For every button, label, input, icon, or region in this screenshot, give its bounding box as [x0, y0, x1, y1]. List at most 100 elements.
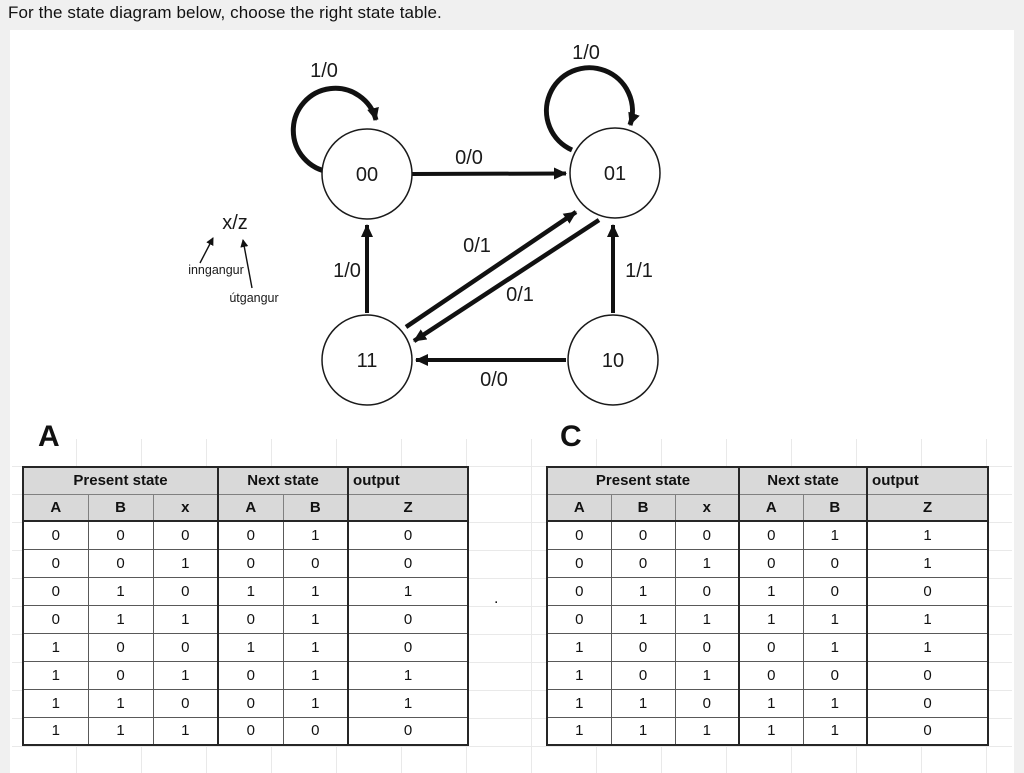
table-cell: 0	[22, 604, 89, 634]
option-label-c[interactable]: C	[560, 420, 582, 453]
table-cell: 1	[674, 660, 741, 690]
table-cell: 1	[738, 576, 804, 606]
col-header: B	[282, 493, 350, 522]
edge-label-10-11: 0/0	[480, 369, 508, 391]
table-cell: 1	[282, 688, 350, 718]
output-word-label: útgangur	[229, 291, 278, 305]
col-header: Z	[866, 493, 989, 522]
table-cell: 1	[546, 716, 612, 746]
table-cell: 1	[546, 660, 612, 690]
xz-legend: x/z inngangur útgangur	[188, 212, 278, 305]
table-cell: 1	[282, 604, 350, 634]
header-group-row: Present state Next state output	[22, 466, 469, 495]
state-node-00: 00	[321, 128, 413, 220]
table-cell: 0	[22, 576, 89, 606]
state-label-00: 00	[356, 164, 378, 186]
edge-01-to-11-diagonal	[412, 218, 601, 343]
table-cell: 0	[282, 548, 350, 578]
table-cell: 1	[22, 716, 89, 746]
table-cell: 0	[152, 688, 220, 718]
state-table-c[interactable]: Present state Next state output A B x A …	[546, 466, 990, 746]
table-cell: 1	[87, 688, 154, 718]
table-cell: 0	[738, 632, 804, 662]
table-cell: 0	[546, 604, 612, 634]
table-cell: 1	[802, 604, 869, 634]
table-cell: 1	[87, 604, 154, 634]
table-cell: 0	[546, 548, 612, 578]
table-cell: 1	[610, 604, 676, 634]
state-label-10: 10	[602, 350, 624, 372]
table-cell: 1	[546, 632, 612, 662]
table-cell: 1	[87, 576, 154, 606]
table-cell: 1	[152, 716, 220, 746]
present-state-header: Present state	[22, 466, 220, 495]
table-cell: 1	[217, 632, 284, 662]
table-cell: 0	[866, 688, 989, 718]
table-cell: 0	[87, 520, 154, 550]
table-cell: 0	[738, 520, 804, 550]
table-cell: 1	[802, 632, 869, 662]
column-header-row: A B x A B Z	[546, 493, 989, 522]
col-header: x	[152, 493, 220, 522]
table-cell: 0	[347, 716, 469, 746]
option-label-a[interactable]: A	[38, 420, 60, 453]
table-cell: 0	[802, 576, 869, 606]
col-header: A	[22, 493, 89, 522]
table-cell: 0	[217, 716, 284, 746]
edge-label-loop00: 1/0	[310, 60, 338, 82]
table-cell: 0	[22, 520, 89, 550]
table-cell: 1	[217, 576, 284, 606]
edge-label-10-01: 1/1	[625, 260, 653, 282]
table-cell: 1	[802, 688, 869, 718]
table-cell: 0	[674, 632, 741, 662]
table-cell: 1	[738, 688, 804, 718]
state-table-a[interactable]: Present state Next state output A B x A …	[22, 466, 470, 746]
edge-label-11-01-upper: 0/1	[463, 235, 491, 257]
table-cell: 1	[347, 688, 469, 718]
state-node-11: 11	[321, 314, 413, 406]
output-header: output	[347, 466, 469, 495]
table-cell: 0	[217, 660, 284, 690]
self-loop-00	[290, 85, 379, 175]
table-cell: 1	[610, 688, 676, 718]
edge-label-loop01: 1/0	[572, 42, 600, 64]
content-panel: 00 01 11 10 1/0 1/0 0/0 1/0 1/1 0/1 0/1 …	[10, 30, 1014, 773]
table-cell: 1	[802, 716, 869, 746]
table-cell: 0	[217, 688, 284, 718]
xz-label: x/z	[222, 212, 248, 234]
edge-label-11-00: 1/0	[333, 260, 361, 282]
table-cell: 0	[802, 660, 869, 690]
table-cell: 1	[674, 548, 741, 578]
table-cell: 0	[610, 632, 676, 662]
table-cell: 0	[152, 520, 220, 550]
table-cell: 0	[22, 548, 89, 578]
table-cell: 0	[87, 632, 154, 662]
table-cell: 0	[674, 576, 741, 606]
stray-dot: .	[494, 590, 499, 607]
table-cell: 0	[738, 548, 804, 578]
table-cell: 0	[866, 716, 989, 746]
table-cell: 0	[866, 660, 989, 690]
table-cell: 1	[22, 660, 89, 690]
input-pointer-arrow	[199, 237, 214, 264]
table-cell: 1	[674, 604, 741, 634]
table-cell: 0	[347, 548, 469, 578]
table-cell: 0	[674, 688, 741, 718]
state-label-01: 01	[604, 163, 626, 185]
col-header: A	[217, 493, 284, 522]
table-cell: 1	[347, 660, 469, 690]
state-diagram: 00 01 11 10 1/0 1/0 0/0 1/0 1/1 0/1 0/1 …	[188, 42, 661, 406]
table-cell: 0	[674, 520, 741, 550]
table-cell: 0	[217, 604, 284, 634]
state-node-01: 01	[569, 127, 661, 219]
table-cell: 1	[674, 716, 741, 746]
